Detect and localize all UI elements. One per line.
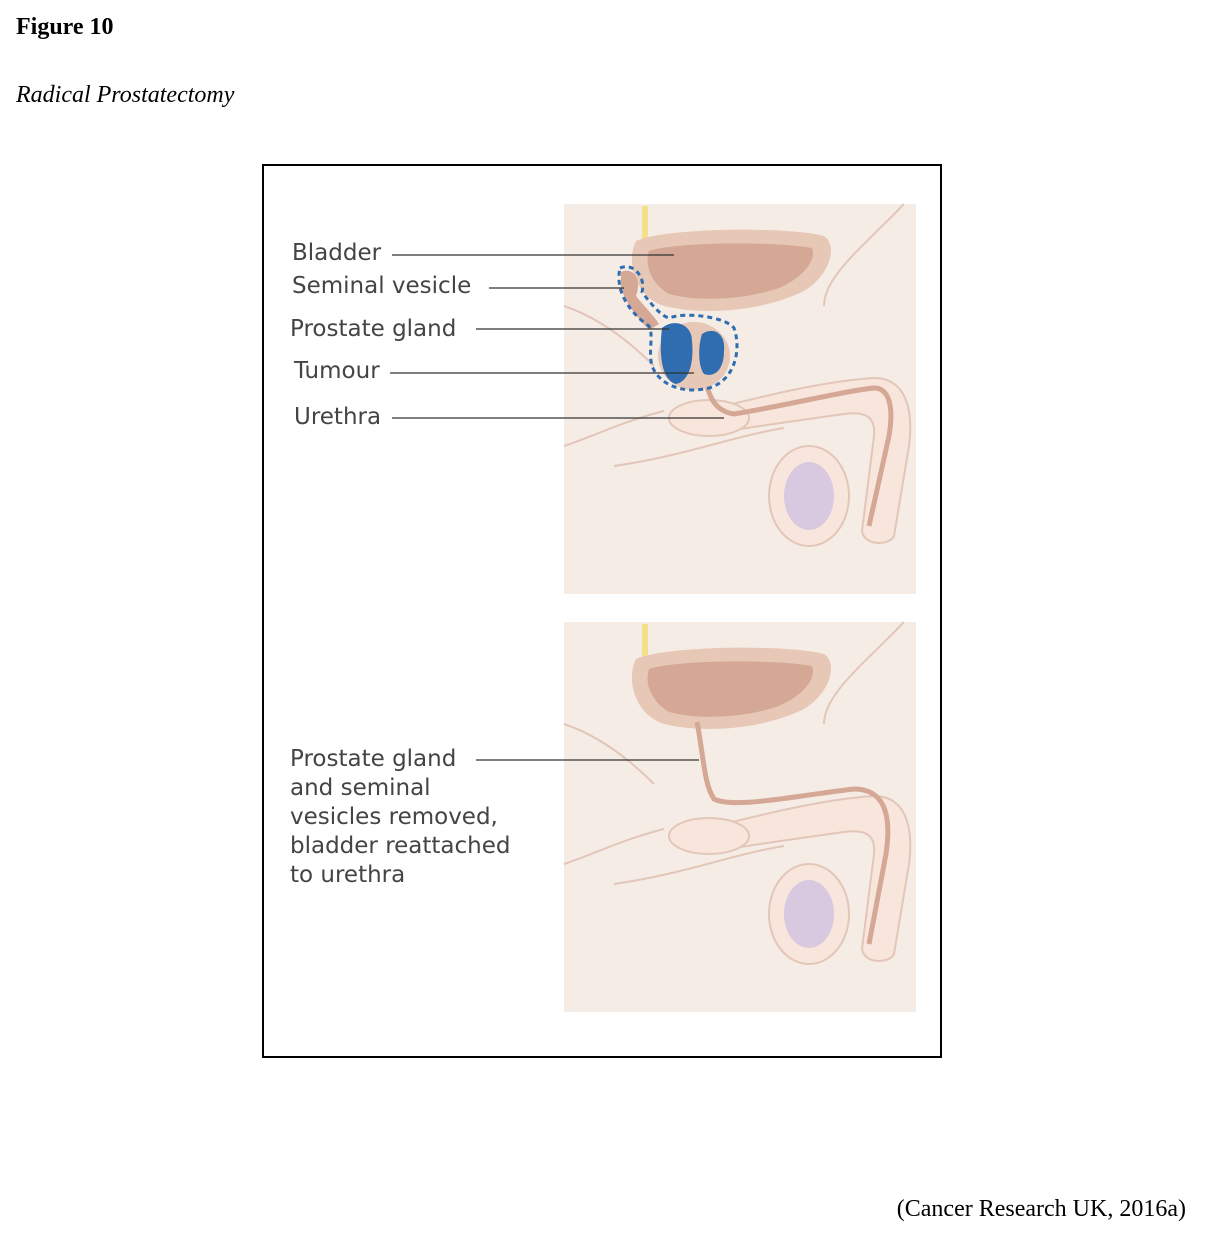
label-seminal-vesicle: Seminal vesicle [292,273,471,299]
caption-bottom: Prostate gland and seminal vesicles remo… [290,746,511,888]
tumour-left [660,323,693,384]
urethra-reattached [694,721,891,945]
seminal-vesicle-shape [621,270,659,330]
figure-frame: Bladder Seminal vesicle Prostate gland T… [262,164,942,1058]
caption-line-3: vesicles removed, [290,804,498,830]
caption-line-2: and seminal [290,775,431,801]
tumour-right [699,330,725,375]
label-bladder: Bladder [292,240,382,266]
urethra-path [701,375,894,527]
figure-credit: (Cancer Research UK, 2016a) [896,1196,1186,1222]
caption-line-5: to urethra [290,862,405,888]
figure-number: Figure 10 [16,14,114,40]
anatomy-diagram: Bladder Seminal vesicle Prostate gland T… [290,203,917,1013]
diagram-top: Bladder Seminal vesicle Prostate gland T… [290,203,917,595]
label-prostate-gland: Prostate gland [290,316,456,342]
label-urethra: Urethra [294,404,381,430]
caption-line-1: Prostate gland [290,746,456,772]
caption-line-4: bladder reattached [290,833,511,859]
label-tumour: Tumour [293,358,380,384]
leader-lines-top [390,254,724,419]
figure-title: Radical Prostatectomy [16,82,235,108]
diagram-bottom: Prostate gland and seminal vesicles remo… [290,621,917,1013]
